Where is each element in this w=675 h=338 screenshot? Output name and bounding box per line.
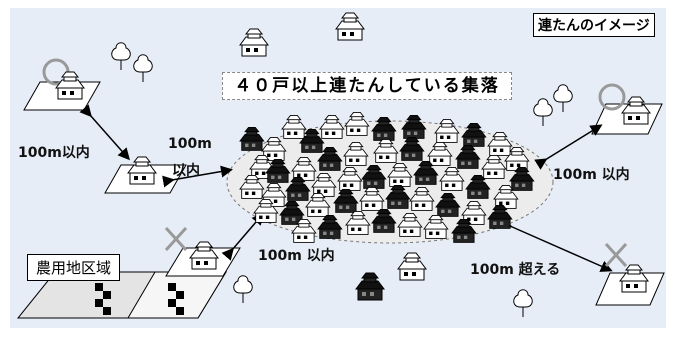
house-icon bbox=[397, 252, 427, 281]
farm-zone-label: 農用地区域 bbox=[27, 254, 121, 281]
tree-icon bbox=[513, 289, 533, 317]
house-icon bbox=[265, 159, 291, 183]
house-icon bbox=[299, 129, 325, 153]
house-icon bbox=[619, 264, 649, 293]
arrow-right bbox=[534, 124, 603, 170]
house-icon bbox=[481, 155, 507, 179]
house-icon bbox=[281, 115, 307, 139]
house-icon bbox=[291, 157, 317, 181]
house-icon bbox=[397, 213, 423, 237]
house-icon bbox=[317, 215, 343, 239]
trees bbox=[111, 42, 573, 317]
house-icon bbox=[409, 187, 435, 211]
houses bbox=[55, 12, 651, 301]
arrow-bottom-right bbox=[499, 216, 613, 272]
house-icon bbox=[434, 119, 460, 143]
distance-label-left-top: 100m以内 bbox=[18, 145, 90, 161]
distance-label-right-top: 100m 以内 bbox=[553, 167, 630, 183]
distance-label-center-left-bottom: 以内 bbox=[172, 163, 200, 179]
house-icon bbox=[261, 183, 287, 207]
house-icon bbox=[279, 201, 305, 225]
arrow-center-left bbox=[162, 165, 233, 188]
house-icon bbox=[493, 185, 519, 209]
arrow-top-left bbox=[79, 104, 130, 161]
house-icon bbox=[359, 187, 385, 211]
house-icon bbox=[371, 209, 397, 233]
tree-icon bbox=[111, 42, 131, 70]
house-icon bbox=[373, 139, 399, 163]
house-icon bbox=[427, 142, 453, 166]
house-icon bbox=[401, 115, 427, 139]
house-icon bbox=[345, 211, 371, 235]
house-icon bbox=[344, 112, 370, 136]
farm-zone bbox=[16, 271, 227, 319]
house-icon bbox=[127, 156, 157, 185]
house-icon bbox=[487, 205, 513, 229]
house-icon bbox=[509, 167, 535, 191]
house-icon bbox=[451, 219, 477, 243]
tree-icon bbox=[533, 98, 553, 126]
house-icon bbox=[361, 165, 387, 189]
house-icon bbox=[239, 28, 269, 57]
house-icon bbox=[399, 137, 425, 161]
cross-mark-right bbox=[604, 242, 628, 268]
house-icon bbox=[239, 127, 265, 151]
house-icon bbox=[423, 215, 449, 239]
tree-icon bbox=[233, 275, 253, 303]
house-icon bbox=[337, 167, 363, 191]
house-icon bbox=[371, 117, 397, 141]
house-icon bbox=[305, 193, 331, 217]
house-icon bbox=[355, 272, 385, 301]
house-icon bbox=[189, 241, 219, 270]
house-icon bbox=[487, 132, 513, 156]
house-icon bbox=[439, 167, 465, 191]
house-icon bbox=[343, 142, 369, 166]
house-icon bbox=[504, 147, 530, 171]
house-icon bbox=[261, 137, 287, 161]
house-icon bbox=[253, 199, 279, 223]
house-icon bbox=[465, 175, 491, 199]
settlement-banner: ４０戸以上連たんしている集落 bbox=[222, 72, 512, 100]
circle-mark-right bbox=[598, 83, 626, 111]
house-icon bbox=[335, 12, 365, 41]
distance-label-center-left-top: 100m bbox=[168, 136, 212, 152]
house-icon bbox=[385, 185, 411, 209]
house-icon bbox=[435, 193, 461, 217]
tree-icon bbox=[133, 54, 153, 82]
house-icon bbox=[285, 177, 311, 201]
distance-label-bottom-right: 100m 超える bbox=[470, 262, 561, 278]
house-icon bbox=[455, 145, 481, 169]
cross-mark-left bbox=[164, 226, 188, 252]
house-icon bbox=[333, 189, 359, 213]
house-icon bbox=[55, 71, 85, 100]
house-icon bbox=[317, 147, 343, 171]
house-icon bbox=[387, 163, 413, 187]
distance-label-bottom-center: 100m 以内 bbox=[258, 248, 335, 264]
house-icon bbox=[621, 96, 651, 125]
house-icon bbox=[461, 123, 487, 147]
house-icon bbox=[291, 219, 317, 243]
diagram-title: 連たんのイメージ bbox=[533, 13, 655, 37]
house-icon bbox=[413, 161, 439, 185]
house-icon bbox=[319, 115, 345, 139]
tree-icon bbox=[553, 84, 573, 112]
house-icon bbox=[239, 175, 265, 199]
